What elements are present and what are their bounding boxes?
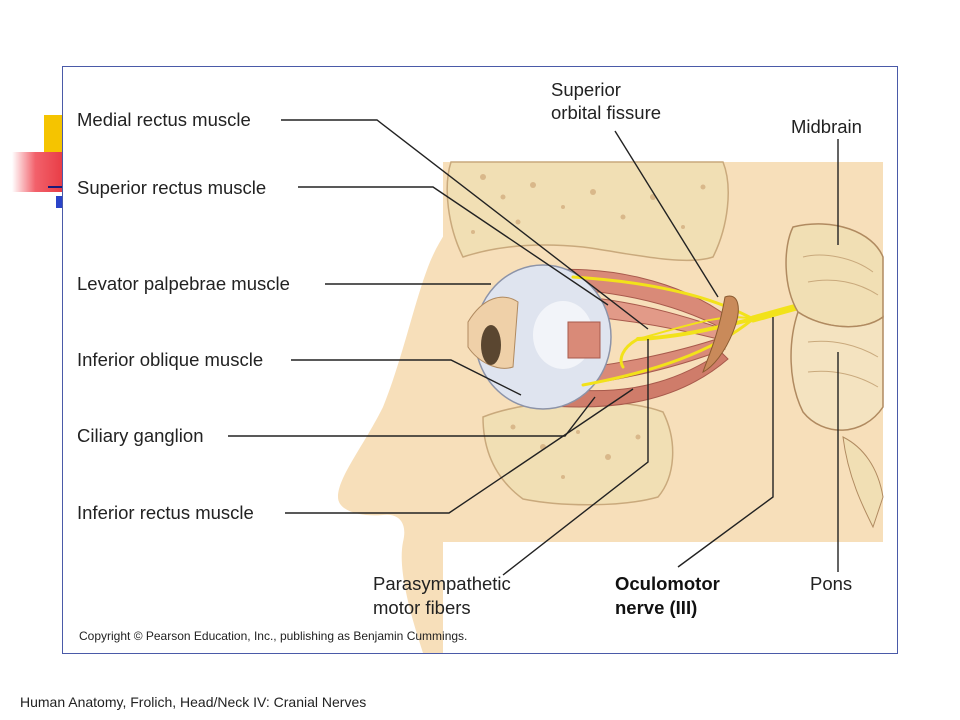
lower-orbit-bone xyxy=(482,400,674,506)
lower-bone-speckles xyxy=(510,424,641,479)
label-superior-rectus: Superior rectus muscle xyxy=(77,177,267,198)
leader-inferior-rectus xyxy=(285,388,634,514)
leader-superior-rectus xyxy=(298,186,609,306)
label-inferior-rectus: Inferior rectus muscle xyxy=(77,502,254,523)
leader-medial-rectus xyxy=(281,119,649,330)
slide-footer: Human Anatomy, Frolich, Head/Neck IV: Cr… xyxy=(20,694,367,710)
label-parasympathetic-line2: motor fibers xyxy=(373,597,471,618)
label-parasympathetic-line1: Parasympathetic xyxy=(373,573,511,594)
midbrain-shape xyxy=(785,223,884,328)
anatomy-figure: Medial rectus muscle Superior rectus mus… xyxy=(62,66,898,654)
label-inferior-oblique: Inferior oblique muscle xyxy=(77,349,264,370)
anatomy-illustration xyxy=(228,119,884,653)
label-ciliary-ganglion: Ciliary ganglion xyxy=(77,425,204,446)
label-superior-orbital-fissure-line1: Superior xyxy=(551,79,621,100)
pupil xyxy=(481,325,501,365)
label-oculomotor-line1: Oculomotor xyxy=(615,573,720,594)
slide-deco-red-block xyxy=(12,152,64,192)
label-superior-orbital-fissure-line2: orbital fissure xyxy=(551,102,662,123)
leader-superior-orbital-fissure xyxy=(614,130,719,298)
label-medial-rectus: Medial rectus muscle xyxy=(77,109,251,130)
pons-shape xyxy=(790,310,884,431)
brainstem-lower xyxy=(842,436,884,529)
medial-rectus-insertion xyxy=(567,321,601,359)
orbital-fissure-bone xyxy=(702,295,739,373)
leader-inferior-oblique xyxy=(291,359,522,396)
leader-oculomotor xyxy=(677,317,774,568)
label-levator-palpebrae: Levator palpebrae muscle xyxy=(77,273,290,294)
leader-lines xyxy=(228,119,839,576)
slide-deco-line xyxy=(48,186,66,188)
upper-orbit-bone xyxy=(446,161,729,262)
label-pons: Pons xyxy=(810,573,853,594)
label-midbrain: Midbrain xyxy=(791,116,862,137)
bone-speckles xyxy=(471,174,706,234)
face-profile xyxy=(338,162,503,653)
slide-deco-blue-block xyxy=(56,196,66,208)
leader-ciliary-ganglion xyxy=(228,396,596,437)
label-oculomotor-line2: nerve (III) xyxy=(615,597,698,618)
copyright-text: Copyright © Pearson Education, Inc., pub… xyxy=(79,629,468,643)
leader-parasympathetic xyxy=(502,339,649,576)
